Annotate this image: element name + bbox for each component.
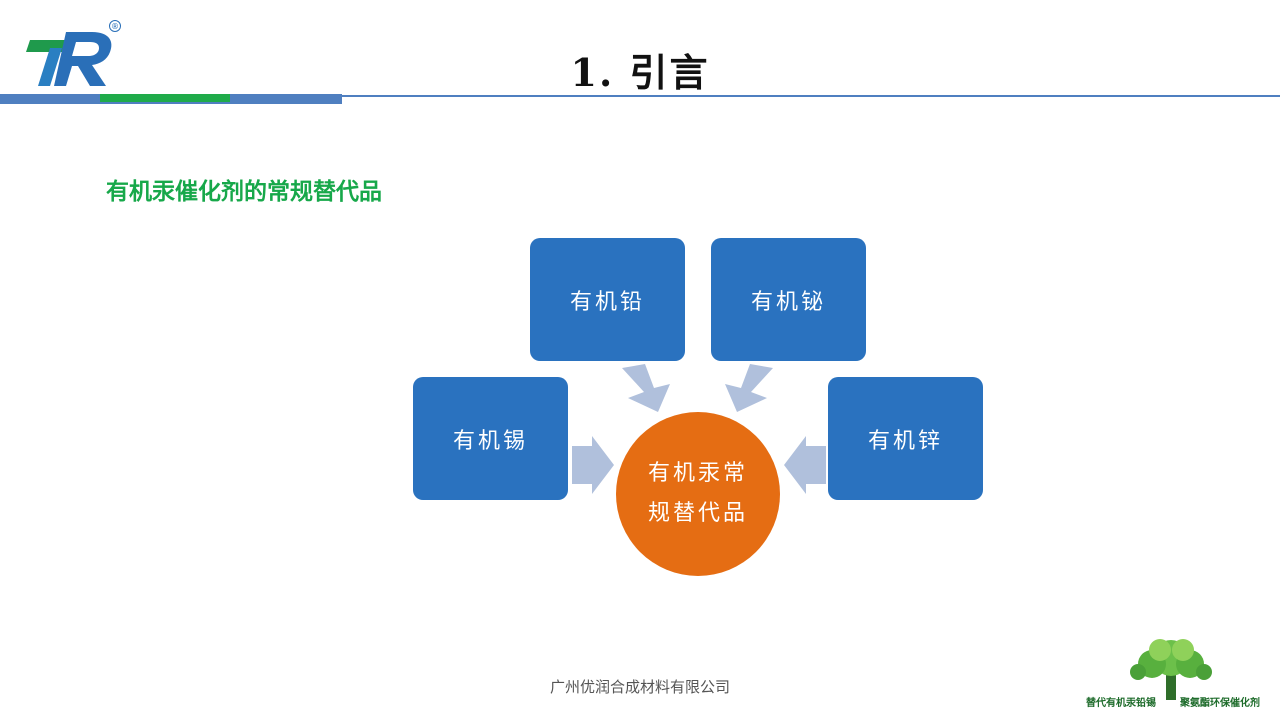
box-label: 有机锌 [867,428,943,454]
tree-icon [1130,639,1212,700]
box-organic-zinc: 有机锌 [828,377,983,500]
box-organic-bismuth: 有机铋 [711,238,866,361]
section-subtitle: 有机汞催化剂的常规替代品 [106,179,382,205]
logo-registered-text: ® [111,22,119,31]
logo-r-shape [54,32,112,86]
box-label: 有机铋 [750,289,826,315]
tree-leaf-cluster [1172,639,1194,661]
tree-trunk [1166,674,1176,700]
box-organic-tin: 有机锡 [413,377,568,500]
box-label: 有机铅 [569,289,645,315]
arrow-from-lead [622,364,670,412]
arrow-from-zinc [784,436,826,494]
box-organic-lead: 有机铅 [530,238,685,361]
tree-leaf-cluster [1196,664,1212,680]
center-label: 有机汞常规替代品 [647,461,748,526]
page-title: 1. 引言 [570,50,710,95]
tree-caption-left: 替代有机汞铅锡 [1086,698,1156,709]
header-bar-green [100,94,230,102]
tree-leaf-cluster [1149,639,1171,661]
tree-leaf-cluster [1130,664,1146,680]
company-logo: ® [26,20,121,86]
box-label: 有机锡 [452,428,528,454]
footer-company-name: 广州优润合成材料有限公司 [549,678,730,696]
header-divider-line [342,95,1280,97]
arrow-from-tin [572,436,614,494]
logo-t-stem [38,48,62,86]
center-circle: 有机汞常规替代品 [616,412,780,576]
registered-mark-icon [109,20,121,32]
arrow-from-bismuth [725,364,773,412]
tree-caption-right: 聚氨酯环保催化剂 [1180,698,1260,709]
